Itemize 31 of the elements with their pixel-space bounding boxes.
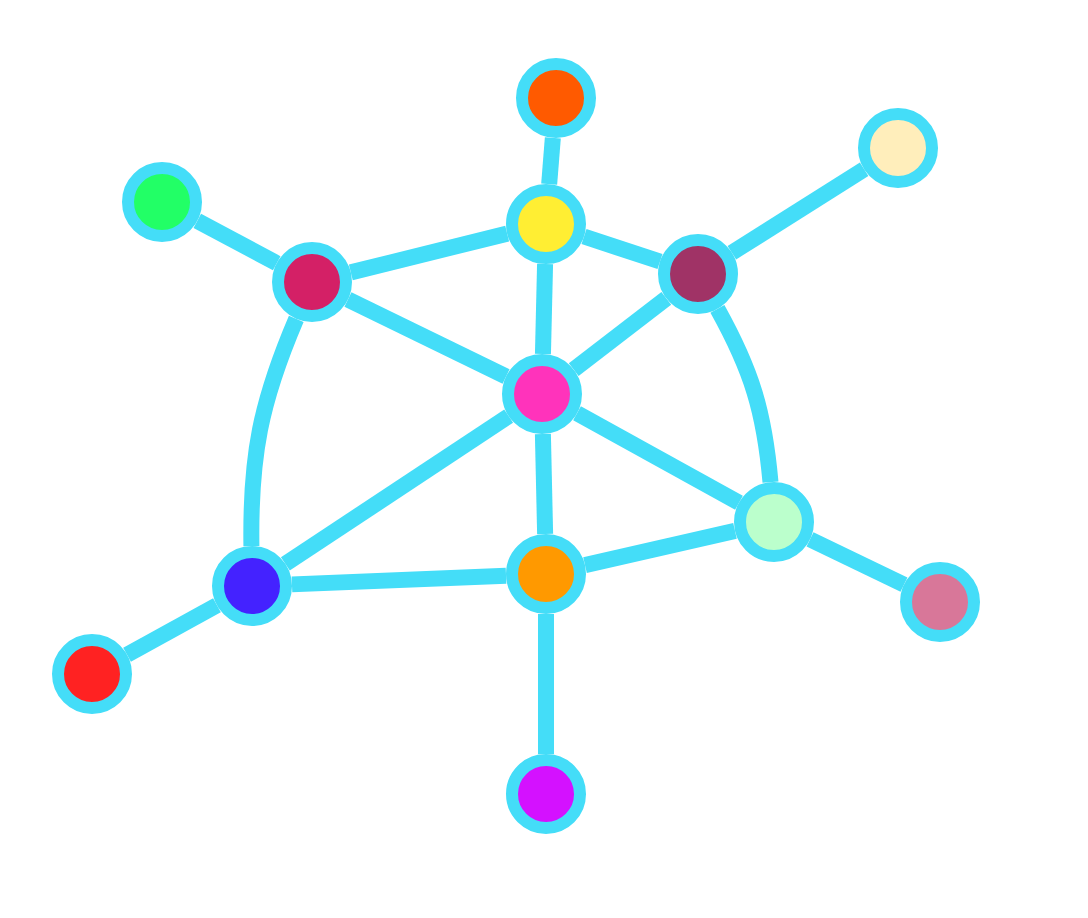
connector [193, 213, 281, 271]
graph-node [516, 58, 596, 138]
connector [534, 433, 554, 535]
connector [581, 228, 663, 270]
graph-node [858, 108, 938, 188]
graph-node [506, 754, 586, 834]
connector [243, 315, 304, 547]
connector [348, 225, 510, 281]
connector [583, 523, 737, 573]
graph-node [900, 562, 980, 642]
graph-node [502, 354, 582, 434]
connector [123, 598, 221, 662]
graph-node [734, 482, 814, 562]
graph-node [212, 546, 292, 626]
connector [727, 162, 869, 260]
connector [568, 292, 672, 376]
connector [806, 532, 908, 592]
connector [344, 292, 510, 384]
graph-node [658, 234, 738, 314]
connector [534, 263, 554, 355]
connector [538, 614, 554, 754]
graph-node [506, 184, 586, 264]
connector [573, 406, 743, 510]
graph-node [52, 634, 132, 714]
graph-node [122, 162, 202, 242]
connector [710, 305, 779, 483]
connector [291, 567, 507, 593]
graph-node [272, 242, 352, 322]
connector [541, 137, 561, 185]
graph-node [506, 534, 586, 614]
connector [280, 409, 514, 571]
